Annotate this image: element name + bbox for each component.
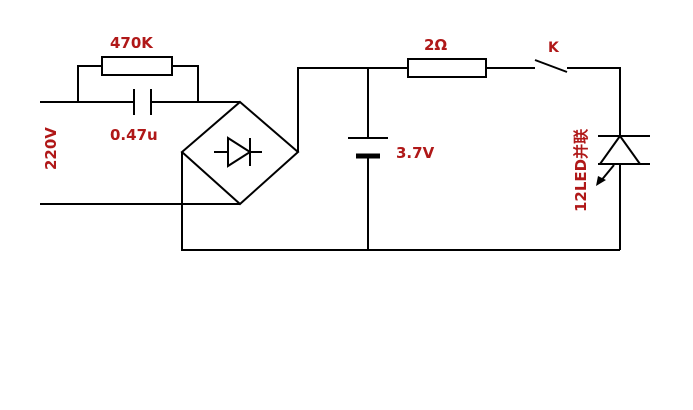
rc-input-network (40, 56, 240, 115)
switch-k (534, 59, 621, 136)
label-resistor-470k: 470K (110, 34, 154, 52)
label-switch: K (548, 40, 560, 56)
label-led: 12LED并联 (572, 128, 590, 212)
resistor-2ohm (407, 58, 487, 78)
bridge-rectifier (180, 100, 300, 206)
led-arrow-head (596, 176, 606, 186)
led-triangle (598, 134, 642, 165)
label-battery: 3.7V (396, 144, 435, 162)
wire-rc-right-bus (151, 65, 199, 103)
wire-dc-negative (181, 152, 620, 251)
battery (348, 68, 388, 250)
bridge-diode-symbol (227, 136, 252, 168)
switch-blade (534, 59, 568, 73)
wire-switch-to-led (567, 67, 621, 136)
resistor-470k (101, 56, 173, 76)
label-capacitor: 0.47u (110, 126, 158, 144)
bridge-diamond (180, 100, 300, 206)
led (596, 134, 650, 250)
wire-rc-left-bus (40, 65, 102, 103)
label-resistor-2ohm: 2Ω (424, 36, 447, 54)
label-mains-voltage: 220V (42, 127, 60, 170)
wire-dc-positive (297, 67, 408, 152)
